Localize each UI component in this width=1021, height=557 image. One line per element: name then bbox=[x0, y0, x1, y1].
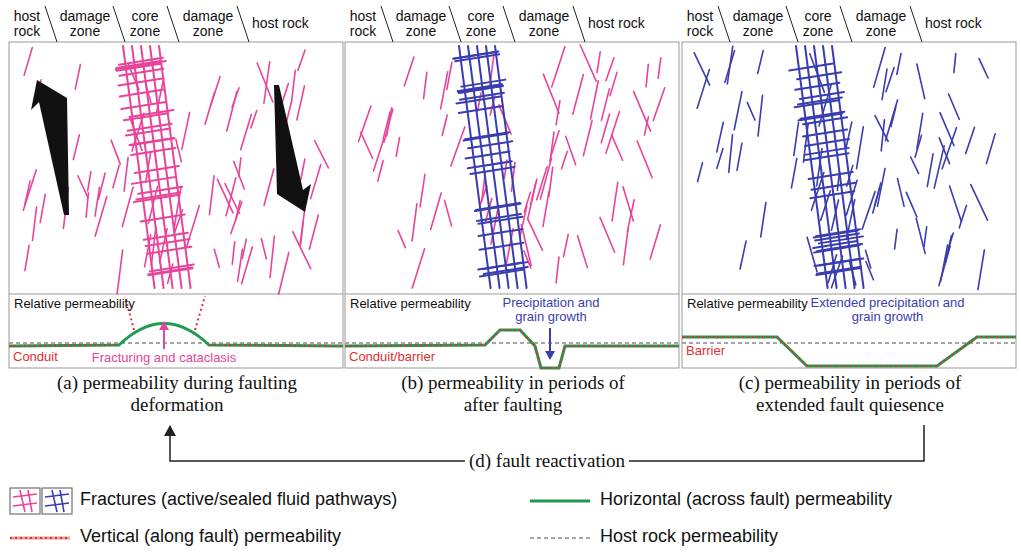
zone-divider bbox=[910, 6, 922, 42]
zone-divider bbox=[113, 6, 125, 42]
regime-label: Conduit/barrier bbox=[349, 350, 435, 364]
permeability-plot bbox=[345, 328, 679, 368]
shear-arrow bbox=[31, 80, 311, 215]
panel-caption: (a) permeability during faulting deforma… bbox=[47, 372, 307, 416]
zone-divider bbox=[45, 6, 57, 42]
zone-label: host rock bbox=[684, 9, 716, 39]
zone-label: core zone bbox=[461, 9, 501, 39]
zone-divider bbox=[237, 6, 249, 42]
zone-label: damage zone bbox=[517, 9, 571, 39]
zone-label: host rock bbox=[11, 9, 43, 39]
panel-drawing bbox=[9, 6, 343, 368]
zone-label: host rock bbox=[347, 9, 379, 39]
panel-drawing bbox=[345, 6, 679, 368]
axis-title: Relative permeability bbox=[350, 297, 471, 311]
panel-caption: (b) permeability in periods of after fau… bbox=[383, 372, 643, 416]
plot-divider bbox=[682, 293, 1016, 294]
edge-label: (d) fault reactivation bbox=[465, 450, 629, 472]
regime-label: Barrier bbox=[686, 344, 725, 358]
zone-divider bbox=[840, 6, 852, 42]
legend-text: Horizontal (across fault) permeability bbox=[600, 489, 892, 510]
regime-label: Conduit bbox=[13, 350, 58, 364]
core-fracture-set bbox=[789, 46, 863, 288]
plot-divider bbox=[345, 293, 679, 294]
zone-label: host rock bbox=[252, 16, 309, 31]
core-fracture-set bbox=[116, 46, 194, 288]
zone-label: damage zone bbox=[732, 9, 784, 39]
zone-label: damage zone bbox=[59, 9, 111, 39]
zone-divider bbox=[449, 6, 461, 42]
zone-divider bbox=[786, 6, 798, 42]
zone-divider bbox=[381, 6, 393, 42]
legend-text: Vertical (along fault) permeability bbox=[80, 526, 341, 547]
zone-label: damage zone bbox=[181, 9, 235, 39]
legend-swatch bbox=[42, 488, 72, 514]
zone-divider bbox=[573, 6, 585, 42]
axis-title: Relative permeability bbox=[687, 297, 808, 311]
process-label: Extended precipitation and grain growth bbox=[800, 296, 975, 325]
legend-swatch bbox=[10, 488, 40, 514]
permeability-plot bbox=[9, 296, 343, 349]
zone-divider bbox=[167, 6, 179, 42]
panel-frame bbox=[682, 42, 1016, 368]
zone-label: damage zone bbox=[854, 9, 908, 39]
zone-label: damage zone bbox=[395, 9, 447, 39]
process-label: Fracturing and cataclasis bbox=[92, 351, 237, 365]
pink-arrow bbox=[163, 327, 165, 349]
core-fracture-set bbox=[453, 46, 528, 288]
legend-text: Host rock permeability bbox=[600, 526, 778, 547]
axis-title: Relative permeability bbox=[14, 297, 135, 311]
panel-caption: (c) permeability in periods of extended … bbox=[710, 372, 990, 416]
fracture-set bbox=[358, 45, 664, 288]
process-label: Precipitation and grain growth bbox=[495, 296, 607, 325]
zone-label: core zone bbox=[125, 9, 165, 39]
permeability-plot bbox=[682, 337, 1016, 366]
legend-line bbox=[10, 537, 70, 540]
fracture-set bbox=[694, 46, 995, 289]
host-rock-line bbox=[9, 342, 343, 343]
zone-divider bbox=[718, 6, 730, 42]
legend-line bbox=[530, 500, 590, 503]
panel: Relative permeability Precipitation and g… bbox=[345, 0, 679, 425]
legend-line bbox=[10, 537, 70, 539]
legend-text: Fractures (active/sealed fluid pathways) bbox=[80, 489, 397, 510]
panel-frame bbox=[9, 42, 343, 368]
zone-divider bbox=[503, 6, 515, 42]
panel-drawing bbox=[682, 6, 1016, 368]
panel: Relative permeabilityExtended precipitat… bbox=[682, 0, 1016, 425]
blue-arrow bbox=[549, 328, 551, 354]
zone-label: host rock bbox=[588, 16, 645, 31]
panel: Relative permeabilityConduit Fracturing a… bbox=[9, 0, 343, 425]
panel-frame bbox=[345, 42, 679, 368]
plot-divider bbox=[9, 293, 343, 294]
legend-line bbox=[530, 537, 590, 539]
host-rock-line bbox=[345, 342, 679, 343]
zone-label: core zone bbox=[798, 9, 838, 39]
zone-label: host rock bbox=[925, 16, 982, 31]
